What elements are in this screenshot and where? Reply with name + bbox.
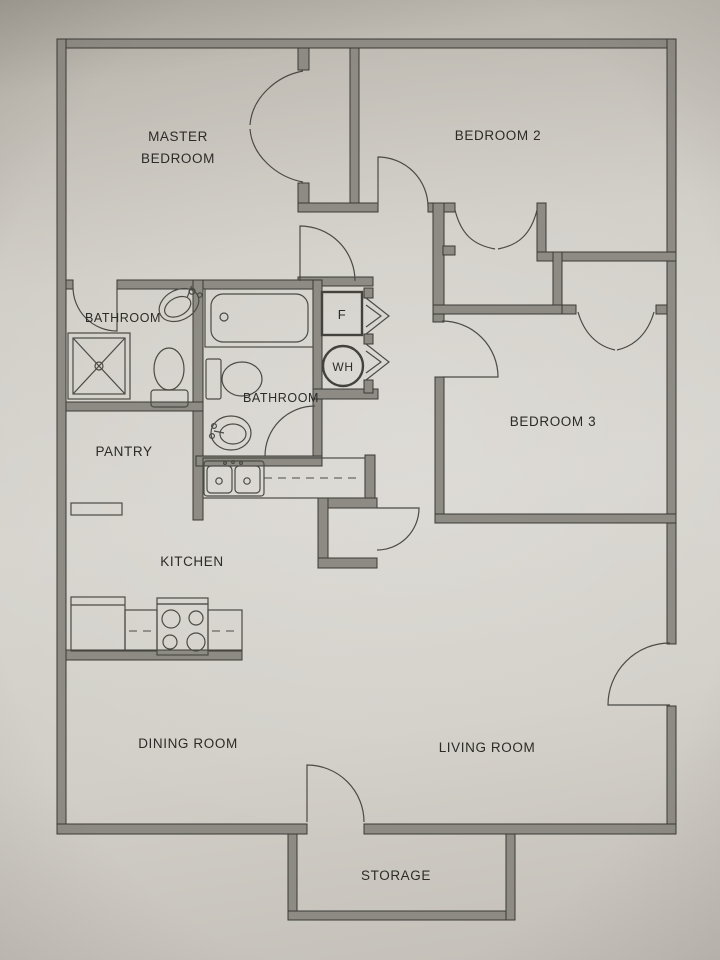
bedroom3-closet-doors bbox=[577, 311, 616, 351]
water-heater-closet-bifold bbox=[365, 343, 390, 381]
water-heater-circle bbox=[321, 344, 365, 388]
bedroom2-door bbox=[377, 156, 429, 208]
bedroom2-closet-doors bbox=[454, 209, 496, 250]
bedroom2-label: BEDROOM 2 bbox=[455, 128, 541, 143]
counter-left bbox=[124, 609, 158, 652]
storage-door bbox=[306, 764, 365, 823]
hallway-door bbox=[376, 507, 420, 551]
master-bedroom-label-line1: MASTER bbox=[148, 129, 208, 144]
master-bath-toilet bbox=[150, 347, 189, 408]
hall-bath-sink bbox=[209, 415, 252, 451]
master-bath-sink bbox=[158, 285, 203, 323]
doors bbox=[72, 70, 671, 823]
water-heater-label: WH bbox=[332, 360, 353, 374]
living-room-label: LIVING ROOM bbox=[439, 740, 536, 755]
counter-right bbox=[207, 609, 243, 652]
hall-bathroom-door bbox=[264, 405, 316, 457]
living-room-entry-door bbox=[607, 642, 671, 706]
refrigerator bbox=[70, 596, 126, 652]
pantry-label: PANTRY bbox=[95, 444, 152, 459]
furnace-label: F bbox=[338, 307, 347, 322]
dining-room-label: DINING ROOM bbox=[138, 736, 238, 751]
pantry-shelf bbox=[70, 502, 123, 516]
hall-bathroom-label: BATHROOM bbox=[243, 391, 319, 405]
bedroom3-door bbox=[441, 320, 499, 378]
master-bedroom-door bbox=[299, 225, 356, 282]
fixtures bbox=[67, 285, 366, 656]
storage-label: STORAGE bbox=[361, 868, 431, 883]
furnace-box bbox=[320, 290, 364, 337]
kitchen-label: KITCHEN bbox=[160, 554, 223, 569]
bedroom3-label: BEDROOM 3 bbox=[510, 414, 596, 429]
bathtub bbox=[204, 288, 314, 348]
master-bedroom-label-line2: BEDROOM bbox=[141, 151, 215, 166]
kitchen-sink-counter bbox=[202, 457, 366, 499]
master-bathroom-label: BATHROOM bbox=[85, 311, 161, 325]
exterior-walls bbox=[56, 38, 677, 921]
stove bbox=[156, 597, 209, 656]
master-closet-doors bbox=[249, 70, 304, 126]
shower bbox=[67, 332, 131, 400]
hall-bath-toilet bbox=[205, 358, 263, 400]
room-labels: MASTER BEDROOM BEDROOM 2 BEDROOM 3 BATHR… bbox=[85, 128, 596, 883]
furnace-closet-bifold bbox=[365, 297, 390, 335]
master-bathroom-door bbox=[72, 286, 118, 332]
